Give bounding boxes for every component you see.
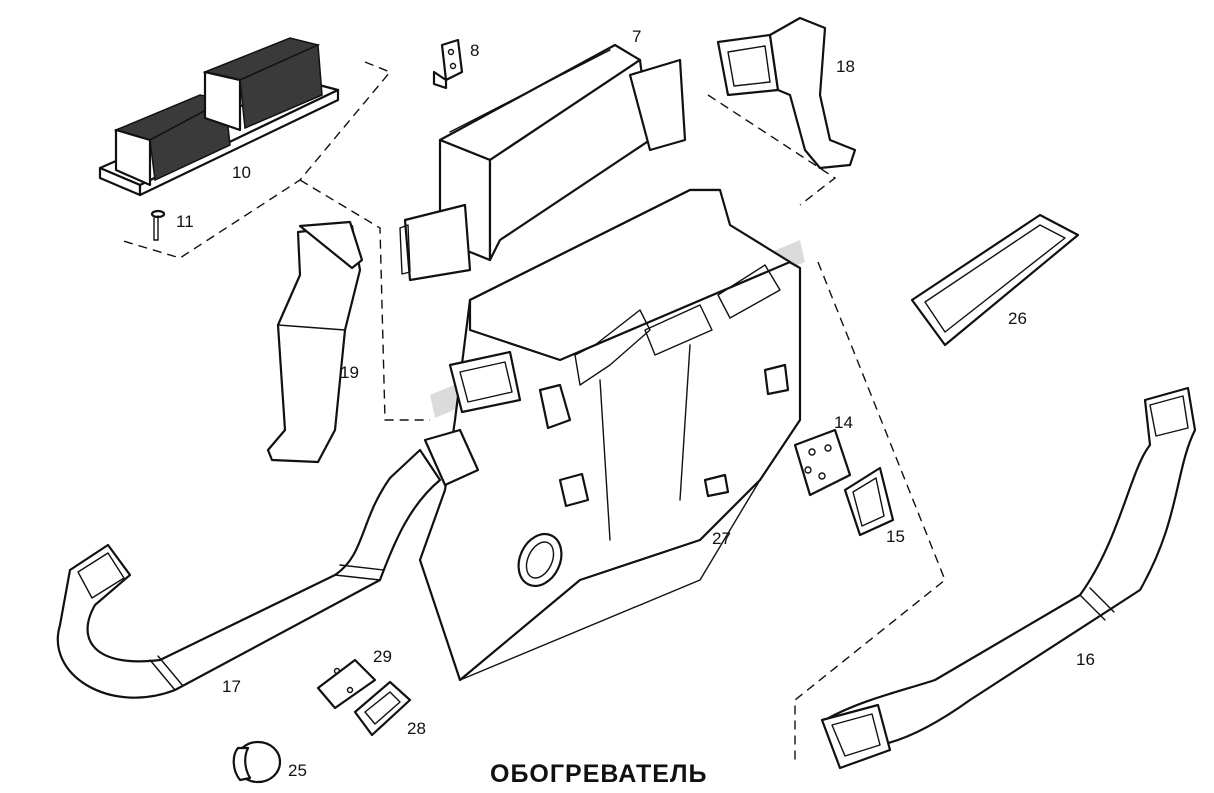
part-27-heater-housing — [418, 188, 802, 682]
callout-11: 11 — [176, 212, 194, 231]
callout-15: 15 — [886, 527, 905, 546]
callout-7: 7 — [632, 27, 641, 46]
callout-26: 26 — [1008, 309, 1027, 328]
callout-17: 17 — [222, 677, 241, 696]
part-17-duct — [56, 428, 480, 699]
part-7-upper-housing — [399, 43, 687, 282]
part-15-gasket — [843, 466, 895, 537]
diagram-title: ОБОГРЕВАТЕЛЬ — [490, 760, 707, 788]
callout-29: 29 — [373, 647, 392, 666]
callout-8: 8 — [470, 41, 479, 60]
part-19-duct — [266, 220, 364, 464]
callout-14: 14 — [834, 413, 853, 432]
part-25-cap — [232, 740, 282, 784]
part-16-duct — [820, 386, 1197, 770]
guide-lines — [119, 61, 946, 760]
part-26-frame — [910, 213, 1080, 347]
part-28-plate — [353, 680, 412, 737]
part-14-plate — [793, 428, 852, 497]
callout-27: 27 — [712, 529, 731, 548]
callout-16: 16 — [1076, 650, 1095, 669]
callout-10: 10 — [232, 163, 251, 182]
callouts: 7 8 10 11 14 15 16 17 18 19 25 26 27 28 … — [176, 27, 1095, 780]
part-10-filter — [98, 37, 340, 197]
callout-18: 18 — [836, 57, 855, 76]
callout-28: 28 — [407, 719, 426, 738]
part-18-duct — [716, 16, 857, 170]
part-29-plate — [316, 658, 377, 710]
callout-19: 19 — [340, 363, 359, 382]
callout-25: 25 — [288, 761, 307, 780]
part-8-bracket — [432, 38, 464, 90]
part-11-screw — [150, 209, 166, 241]
